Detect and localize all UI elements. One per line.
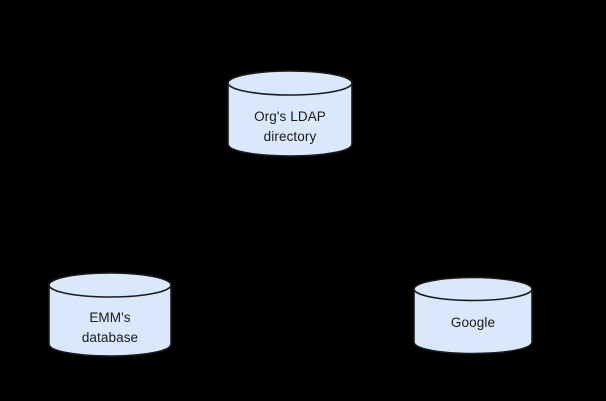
database-cylinder-icon xyxy=(227,70,353,157)
database-cylinder-icon xyxy=(48,272,172,357)
node-google[interactable]: Google xyxy=(413,276,533,355)
node-org-ldap-directory[interactable]: Org's LDAP directory xyxy=(227,70,353,157)
node-emm-database[interactable]: EMM's database xyxy=(48,272,172,357)
database-cylinder-icon xyxy=(413,276,533,355)
